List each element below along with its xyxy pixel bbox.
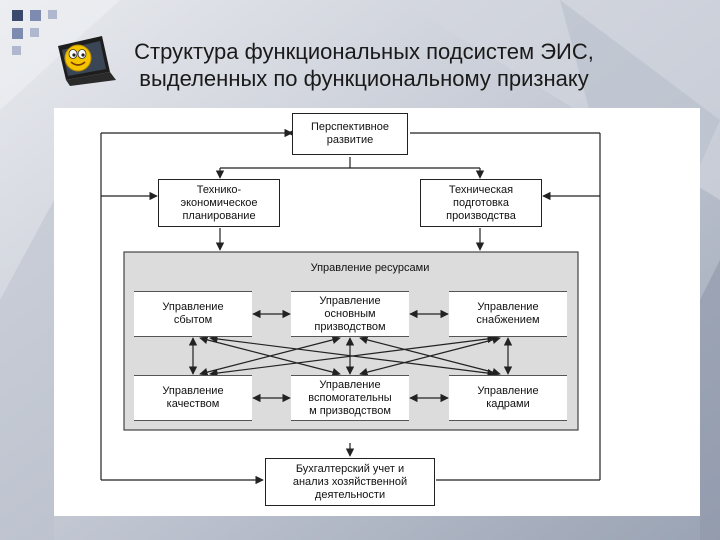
node-line: Технико-: [196, 183, 242, 196]
node-perspective-development: Перспективное развитие: [292, 113, 408, 155]
node-accounting-analysis: Бухгалтерский учет и анализ хозяйственно…: [265, 458, 435, 506]
node-line: подготовка: [453, 196, 509, 209]
node-line: снабжением: [476, 314, 540, 326]
node-line: качеством: [166, 398, 220, 410]
node-line: Управление: [477, 301, 539, 313]
node-line: развитие: [326, 134, 374, 146]
node-line: Управление: [319, 378, 381, 391]
resources-label: Управление ресурсами: [310, 262, 430, 274]
node-line: основным: [324, 307, 376, 320]
node-line: Техническая: [448, 183, 514, 196]
slide-title: Структура функциональных подсистем ЭИС, …: [104, 38, 624, 92]
title-line-2: выделенных по функциональному признаку: [139, 66, 589, 91]
node-main-production: Управление основным призводством: [291, 291, 409, 337]
node-line: Управление: [162, 301, 224, 313]
node-line: Перспективное: [311, 121, 389, 133]
node-quality-management: Управление качеством: [134, 375, 252, 421]
title-line-1: Структура функциональных подсистем ЭИС,: [134, 39, 594, 64]
node-line: производства: [446, 209, 516, 222]
node-line: экономическое: [180, 196, 258, 209]
node-line: м призводством: [309, 404, 391, 417]
node-line: вспомогательны: [308, 391, 392, 404]
node-line: Управление: [477, 385, 539, 397]
node-economic-planning: Технико- экономическое планирование: [158, 179, 280, 227]
node-line: Бухгалтерский учет и: [295, 462, 405, 475]
node-personnel-management: Управление кадрами: [449, 375, 567, 421]
node-technical-preparation: Техническая подготовка производства: [420, 179, 542, 227]
node-line: деятельности: [314, 488, 386, 501]
node-line: планирование: [182, 209, 256, 222]
node-line: анализ хозяйственной: [292, 475, 408, 488]
node-line: сбытом: [173, 314, 213, 326]
node-line: кадрами: [486, 398, 530, 410]
node-sales-management: Управление сбытом: [134, 291, 252, 337]
node-line: Управление: [319, 294, 381, 307]
node-aux-production: Управление вспомогательны м призводством: [291, 375, 409, 421]
node-supply-management: Управление снабжением: [449, 291, 567, 337]
smiley-laptop-icon: [58, 36, 116, 86]
node-line: призводством: [314, 320, 386, 333]
node-line: Управление: [162, 385, 224, 397]
